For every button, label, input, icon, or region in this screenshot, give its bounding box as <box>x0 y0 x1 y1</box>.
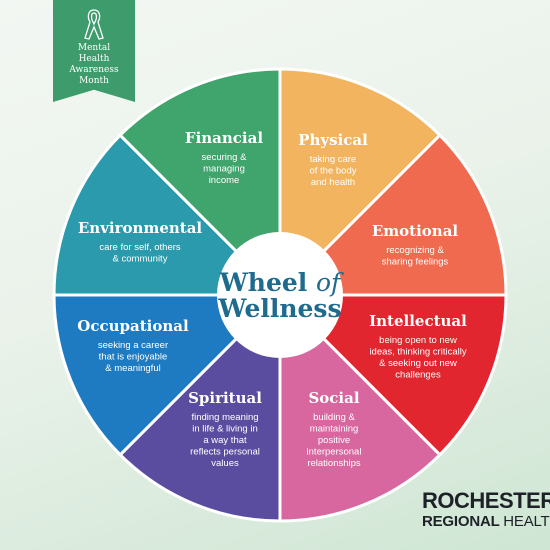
segment-desc-line: seeking a career <box>98 340 168 351</box>
segment-desc-line: maintaining <box>310 424 359 435</box>
segment-desc-line: being open to new <box>379 335 457 346</box>
center-title-line1: Wheel of <box>219 268 344 297</box>
segment-title-spiritual: Spiritual <box>188 389 262 407</box>
segment-desc-line: care for self, others <box>99 242 181 253</box>
segment-desc-line: building & <box>313 412 355 423</box>
campaign-line: Month <box>79 76 109 86</box>
segment-desc-line: income <box>209 175 240 186</box>
segment-desc-line: finding meaning <box>191 412 258 423</box>
segment-desc-line: ideas, thinking critically <box>369 347 466 358</box>
segment-desc-line: that is enjoyable <box>99 352 168 363</box>
segment-title-intellectual: Intellectual <box>369 312 467 330</box>
logo-regional: REGIONAL <box>422 513 500 530</box>
awareness-ribbon-icon <box>84 9 104 40</box>
segment-occupational <box>52 293 284 457</box>
center-title-line2: Wellness <box>217 294 341 323</box>
segment-desc-line: a way that <box>203 435 247 446</box>
center-title-of: of <box>316 268 344 297</box>
awareness-ribbon-banner: Mental Health Awareness Month <box>53 0 135 102</box>
center-title-word: Wheel <box>219 268 308 297</box>
segment-desc-line: & community <box>113 254 168 265</box>
logo-top-line: ROCHESTER <box>422 488 550 513</box>
campaign-line: Mental <box>77 43 111 53</box>
segment-desc-line: & meaningful <box>105 363 160 374</box>
segment-social <box>278 291 442 523</box>
segment-desc-line: taking care <box>310 154 356 165</box>
segment-desc-line: securing & <box>202 152 248 163</box>
segment-desc-line: and health <box>311 177 355 188</box>
segment-spiritual <box>118 291 282 523</box>
logo-bottom-line: REGIONAL HEALTH <box>422 513 550 530</box>
segment-financial <box>118 67 282 299</box>
rochester-regional-health-logo: ROCHESTER REGIONAL HEALTH <box>422 488 550 530</box>
campaign-text: Mental Health Awareness Month <box>53 43 135 87</box>
segment-title-emotional: Emotional <box>372 222 459 240</box>
segment-desc-line: recognizing & <box>386 245 444 256</box>
logo-health: HEALTH <box>503 513 550 530</box>
campaign-line: Health <box>78 54 110 64</box>
segment-environmental <box>52 133 284 297</box>
segment-emotional <box>276 133 508 297</box>
segment-desc-line: sharing feelings <box>382 257 449 268</box>
segment-desc-line: & seeking out new <box>379 358 457 369</box>
segment-title-financial: Financial <box>185 129 263 147</box>
segment-title-environmental: Environmental <box>78 219 203 237</box>
segment-desc-line: values <box>211 458 239 469</box>
segment-intellectual <box>276 293 508 457</box>
segment-physical <box>278 67 442 299</box>
campaign-line: Awareness <box>69 65 119 75</box>
segment-desc-line: of the body <box>309 166 356 177</box>
segment-title-physical: Physical <box>298 131 368 149</box>
center-disc <box>217 232 343 358</box>
segment-desc-line: in life & living in <box>192 424 257 435</box>
segment-desc-line: reflects personal <box>190 447 260 458</box>
segment-title-occupational: Occupational <box>77 317 189 335</box>
segment-desc-line: relationships <box>307 458 361 469</box>
segment-desc-line: managing <box>203 164 245 175</box>
segment-desc-line: positive <box>318 435 350 446</box>
segment-title-social: Social <box>308 389 359 407</box>
segment-desc-line: interpersonal <box>307 447 362 458</box>
segment-desc-line: challenges <box>395 370 441 381</box>
